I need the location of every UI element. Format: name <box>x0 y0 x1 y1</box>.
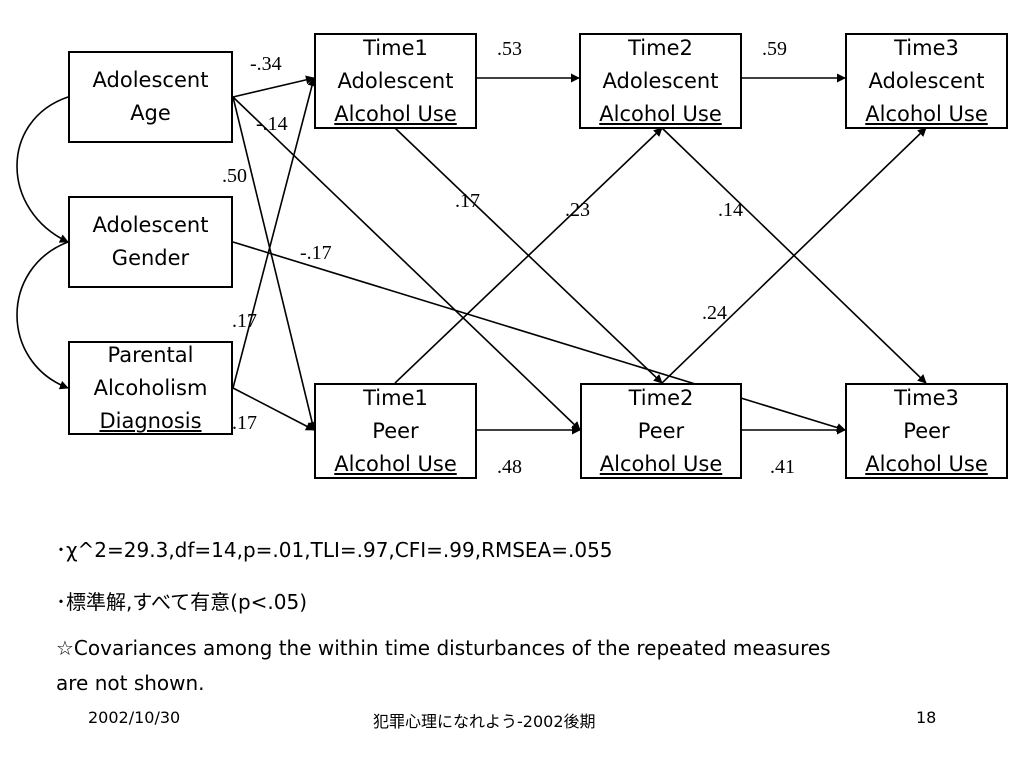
path-t2p-t3a <box>661 127 927 384</box>
box-line: Alcohol Use <box>599 101 722 126</box>
coef-parental-t1a: .17 <box>232 310 257 332</box>
significance-note: ･標準解,すべて有意(p<.05) <box>56 590 308 614</box>
covariance-gender-parental <box>16 234 78 390</box>
path-parental-t1p <box>232 387 315 431</box>
box-line: Parental <box>107 342 194 367</box>
coef-age-t1a: -.34 <box>250 53 282 75</box>
box-line: Alcohol Use <box>334 101 457 126</box>
box-line: Adolescent <box>92 68 209 92</box>
box-adolescent-gender: Adolescent Gender <box>68 196 233 288</box>
fit-statistics: ･χ^2=29.3,df=14,p=.01,TLI=.97,CFI=.99,RM… <box>56 538 613 562</box>
box-line: Peer <box>637 418 685 443</box>
box-time1-adolescent-alcohol-use: Time1 Adolescent Alcohol Use <box>314 33 477 129</box>
box-time2-peer-alcohol-use: Time2 Peer Alcohol Use <box>580 383 742 479</box>
box-line: Alcohol Use <box>865 101 988 126</box>
path-parental-t1a <box>232 77 317 389</box>
path-t1p-t2a <box>394 127 663 384</box>
box-line: Alcohol Use <box>334 451 457 476</box>
path-gender-t3p <box>232 241 846 432</box>
box-parental-alcoholism-diagnosis: Parental Alcoholism Diagnosis <box>68 341 233 435</box>
box-line: Time2 <box>628 385 694 410</box>
coef-t2p-t3a: .24 <box>702 302 727 324</box>
footer-date: 2002/10/30 <box>88 708 181 727</box>
box-line: Time3 <box>894 35 959 60</box>
box-line: Time3 <box>894 385 959 410</box>
box-time1-peer-alcohol-use: Time1 Peer Alcohol Use <box>314 383 477 479</box>
box-line: Adolescent <box>602 68 719 93</box>
path-arrows <box>16 73 927 435</box>
path-age-t1p <box>232 96 317 431</box>
coef-t2a-t3p: .14 <box>718 199 743 221</box>
box-line: Time2 <box>628 35 693 60</box>
path-diagram: Adolescent Age Adolescent Gender Parenta… <box>16 33 1008 479</box>
coef-t1a-t2p: .17 <box>455 190 480 212</box>
coef-t2a-t3a: .59 <box>762 38 787 60</box>
box-line: Adolescent <box>337 68 454 93</box>
box-line: Time1 <box>363 385 428 410</box>
box-time3-adolescent-alcohol-use: Time3 Adolescent Alcohol Use <box>845 33 1008 129</box>
coef-age-t1p: .50 <box>222 165 247 187</box>
box-line: Adolescent <box>92 213 209 237</box>
box-time2-adolescent-alcohol-use: Time2 Adolescent Alcohol Use <box>579 33 742 129</box>
coef-t1p-t2p: .48 <box>497 456 522 478</box>
box-line: Alcohol Use <box>865 451 988 476</box>
coef-t1p-t2a: .23 <box>565 199 590 221</box>
coef-t1a-t2a: .53 <box>497 38 522 60</box>
box-line: Peer <box>903 418 950 443</box>
box-line: Alcohol Use <box>599 451 723 476</box>
box-adolescent-age: Adolescent Age <box>68 51 233 143</box>
box-line: Age <box>130 101 171 125</box>
box-line: Gender <box>111 246 190 270</box>
covariance-note-line1: ☆Covariances among the within time distu… <box>56 636 831 660</box>
covariance-note-line2: are not shown. <box>56 671 205 695</box>
box-line: Adolescent <box>868 68 985 93</box>
coef-age-t2p: -.14 <box>256 113 288 135</box>
covariance-age-gender <box>16 90 78 243</box>
box-line: Time1 <box>363 35 428 60</box>
footer-page-number: 18 <box>916 708 937 727</box>
box-line: Alcoholism <box>93 375 208 400</box>
footer-course-title: 犯罪心理になれよう-2002後期 <box>373 712 596 731</box>
coef-parental-t1p: .17 <box>232 412 257 434</box>
box-line: Peer <box>372 418 419 443</box>
box-time3-peer-alcohol-use: Time3 Peer Alcohol Use <box>845 383 1008 479</box>
coef-gender-t3p: -.17 <box>300 242 332 264</box>
path-age-t2p <box>232 96 581 431</box>
box-line: Diagnosis <box>99 408 202 433</box>
path-age-t1a <box>232 75 315 98</box>
coef-t2p-t3p: .41 <box>770 456 795 478</box>
